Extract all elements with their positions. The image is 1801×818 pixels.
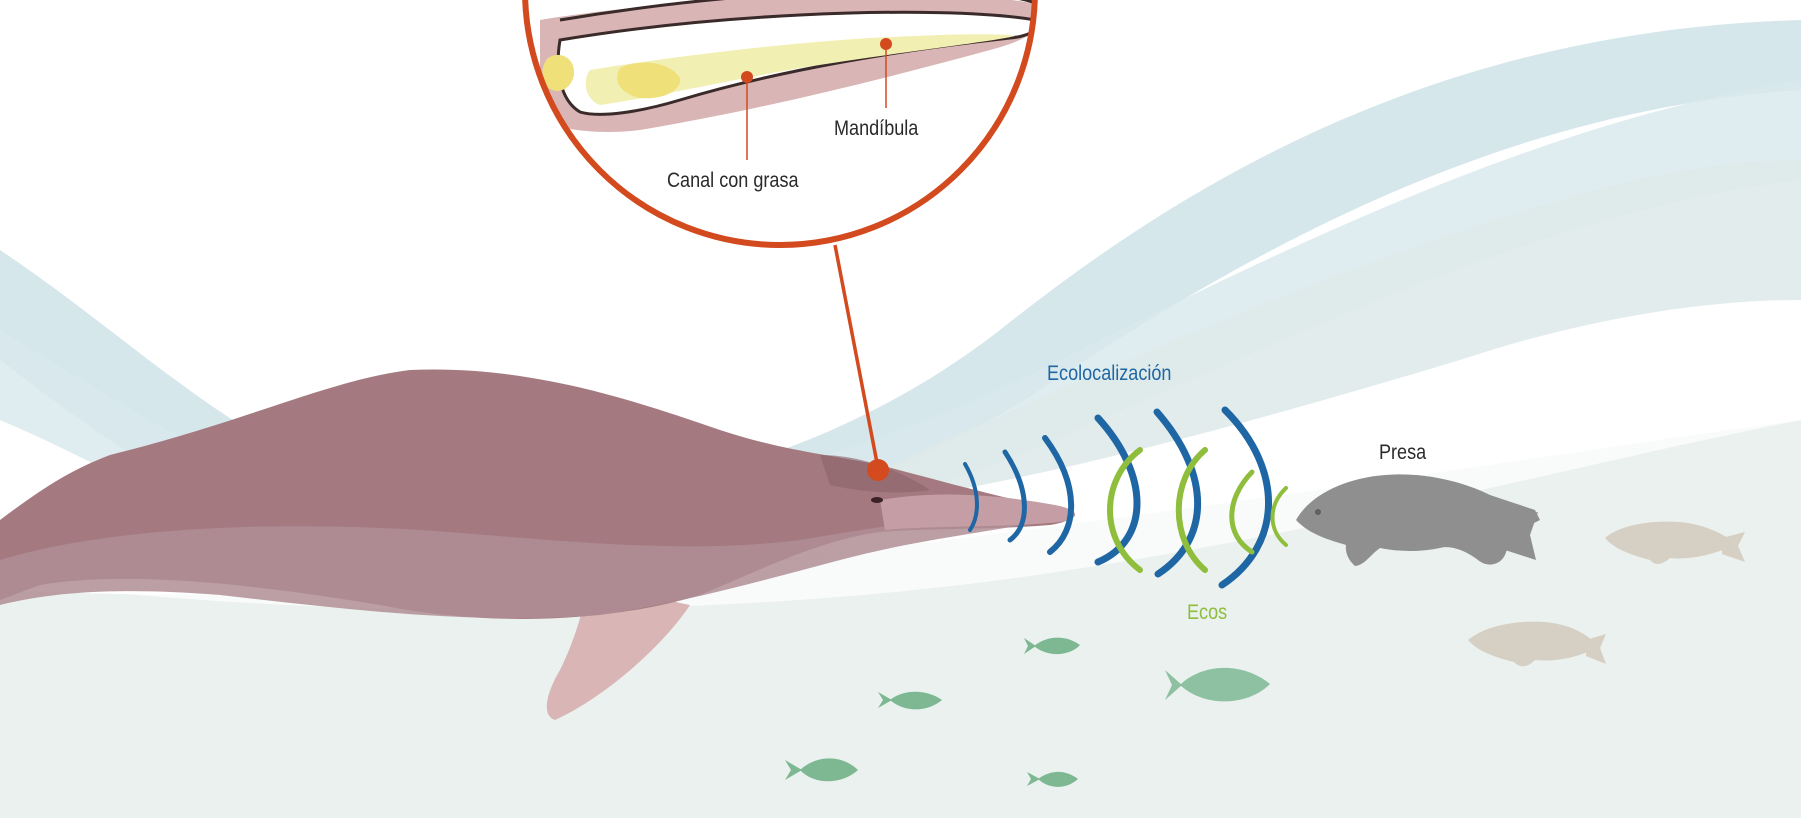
label-echolocation: Ecolocalización <box>1047 362 1171 386</box>
dolphin-eye <box>871 497 883 503</box>
jaw-detail-view <box>525 0 1043 245</box>
prey-fish-eye <box>1315 509 1321 515</box>
label-mandible: Mandíbula <box>834 117 918 141</box>
label-fat-channel: Canal con grasa <box>667 169 799 193</box>
label-echoes: Ecos <box>1187 601 1227 625</box>
dot-mandibula <box>880 38 892 50</box>
callout-marker <box>867 459 889 481</box>
label-prey: Presa <box>1379 441 1426 465</box>
dot-canal <box>741 71 753 83</box>
